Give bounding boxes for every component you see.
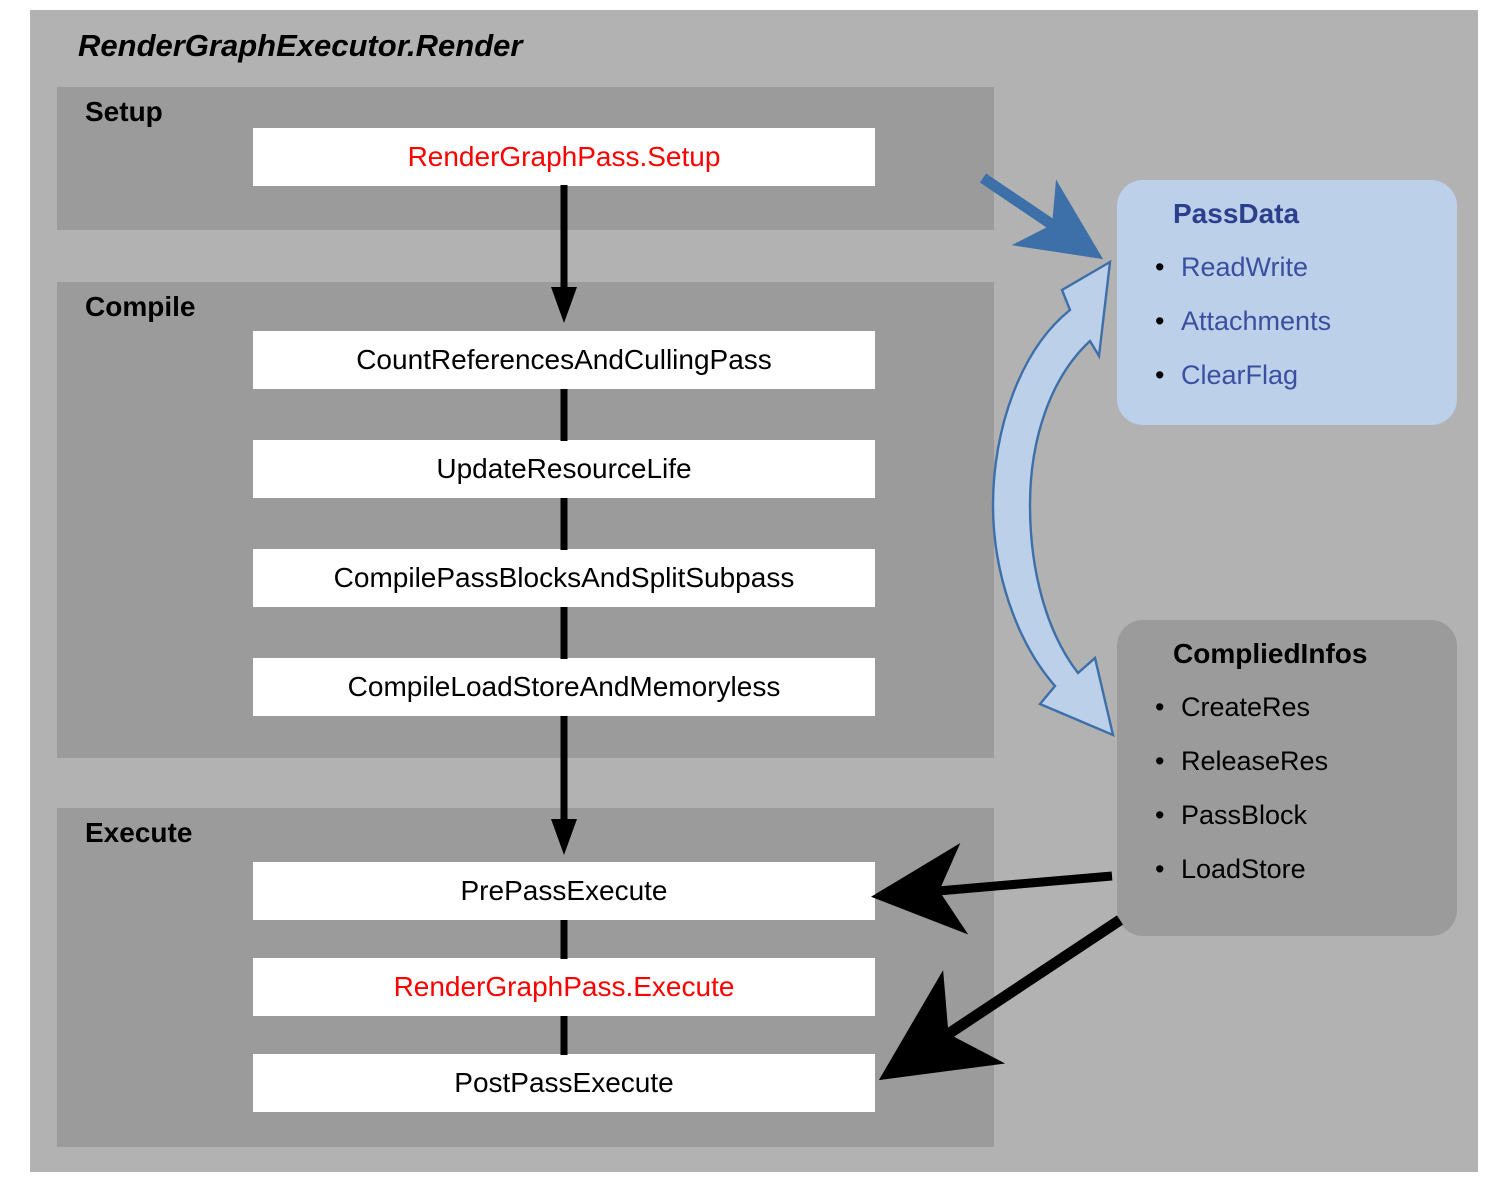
card-passdata-list: ReadWrite Attachments ClearFlag xyxy=(1151,240,1437,402)
list-item: CreateRes xyxy=(1151,680,1437,734)
card-compliedinfos[interactable]: CompliedInfos CreateRes ReleaseRes PassB… xyxy=(1117,620,1457,936)
phase-label-setup: Setup xyxy=(85,96,163,127)
list-item: ClearFlag xyxy=(1151,348,1437,402)
card-passdata-title: PassData xyxy=(1173,198,1300,229)
list-item: ReleaseRes xyxy=(1151,734,1437,788)
list-item: ReadWrite xyxy=(1151,240,1437,294)
list-item: PassBlock xyxy=(1151,788,1437,842)
step-box-updateresourcelife[interactable]: UpdateResourceLife xyxy=(253,440,875,498)
step-box-countreferencesandcullingpass[interactable]: CountReferencesAndCullingPass xyxy=(253,331,875,389)
step-box-rendergraphpass-execute[interactable]: RenderGraphPass.Execute xyxy=(253,958,875,1016)
card-passdata[interactable]: PassData ReadWrite Attachments ClearFlag xyxy=(1117,180,1457,425)
phase-label-execute: Execute xyxy=(85,817,193,848)
step-box-postpassexecute[interactable]: PostPassExecute xyxy=(253,1054,875,1112)
list-item: LoadStore xyxy=(1151,842,1437,896)
phase-label-compile: Compile xyxy=(85,291,196,322)
page-title: RenderGraphExecutor.Render xyxy=(78,28,523,63)
step-box-compileloadstoreandmemoryless[interactable]: CompileLoadStoreAndMemoryless xyxy=(253,658,875,716)
step-box-prepassexecute[interactable]: PrePassExecute xyxy=(253,862,875,920)
card-compliedinfos-list: CreateRes ReleaseRes PassBlock LoadStore xyxy=(1151,680,1437,896)
step-box-compilepassblocksandsplitsubpass[interactable]: CompilePassBlocksAndSplitSubpass xyxy=(253,549,875,607)
card-compliedinfos-title: CompliedInfos xyxy=(1173,638,1368,669)
step-box-rendergraphpass-setup[interactable]: RenderGraphPass.Setup xyxy=(253,128,875,186)
list-item: Attachments xyxy=(1151,294,1437,348)
